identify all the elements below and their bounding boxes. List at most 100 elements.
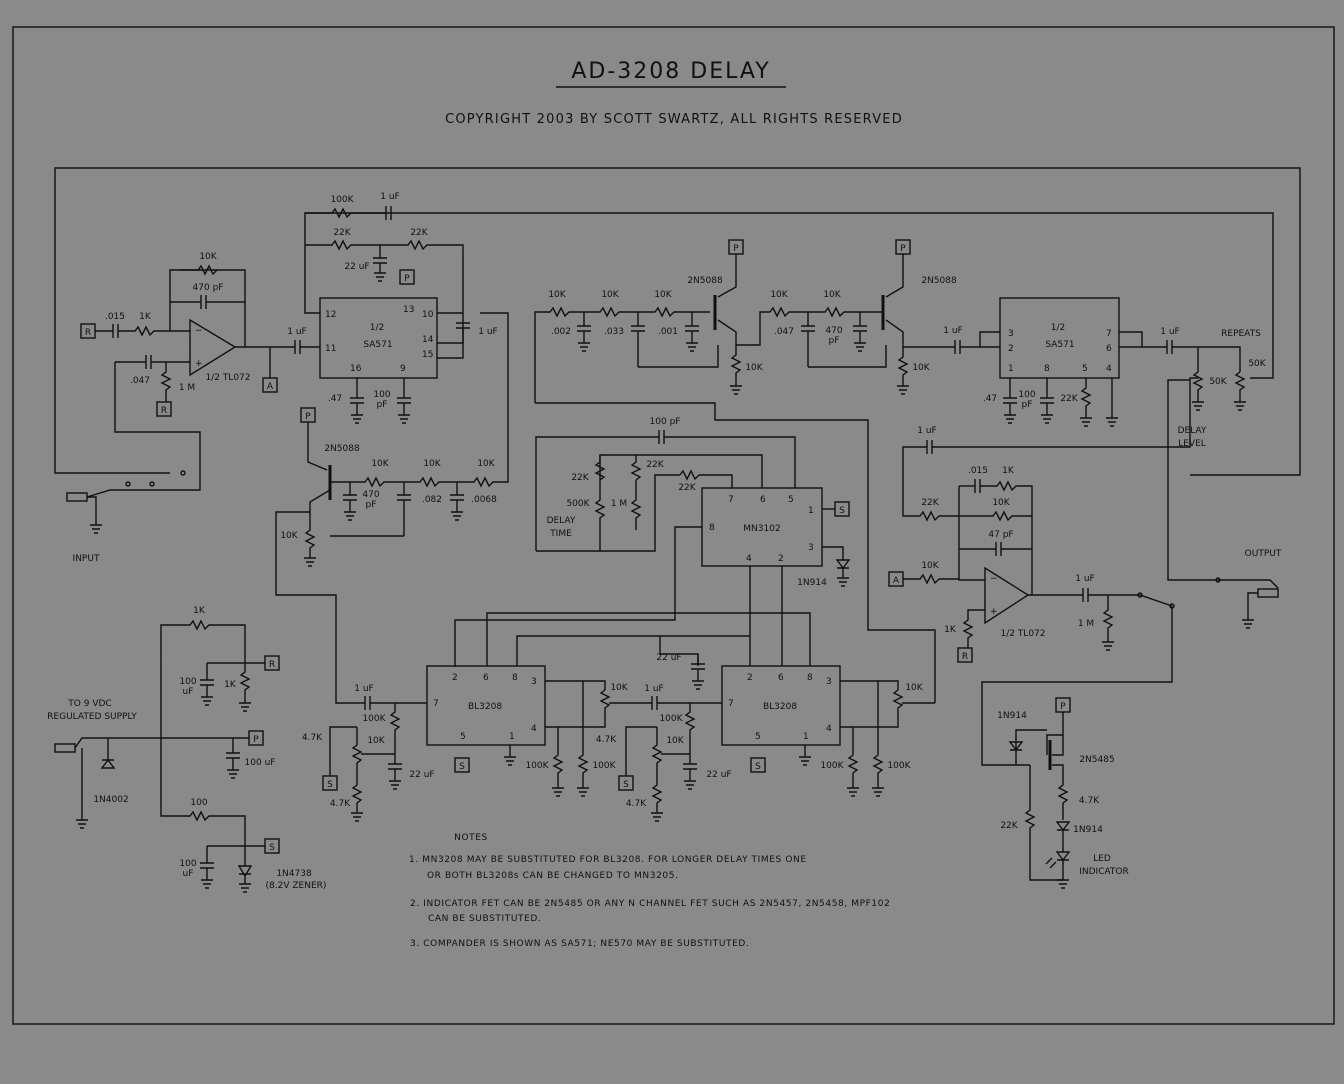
- svg-text:3: 3: [531, 677, 537, 687]
- resistor-ladder: [534, 306, 710, 403]
- svg-text:pF: pF: [829, 336, 840, 346]
- node-s-box: [322, 775, 338, 791]
- svg-text:R: R: [161, 406, 167, 416]
- bl3208-delay-1: BL3208 2 6 8 3 7 4 5 1 1 uF 100K 22 uF 1…: [302, 665, 722, 822]
- svg-text:S: S: [269, 843, 275, 853]
- capacitor-047: [145, 355, 152, 369]
- wire-clock: [454, 526, 702, 667]
- svg-text:1/2: 1/2: [1051, 323, 1065, 333]
- svg-text:DELAY: DELAY: [547, 516, 576, 526]
- svg-text:R: R: [269, 660, 275, 670]
- svg-text:10K: 10K: [745, 363, 763, 373]
- svg-text:100K: 100K: [362, 714, 386, 724]
- svg-text:5: 5: [460, 732, 466, 742]
- input-label: INPUT: [73, 554, 100, 564]
- resistor-22k: [594, 455, 606, 481]
- svg-text:P: P: [900, 244, 906, 254]
- r-1k-label: 1K: [139, 312, 152, 322]
- pot-10k-bias[interactable]: [351, 727, 363, 775]
- node-s-box: [264, 838, 280, 854]
- wire: [822, 546, 844, 560]
- svg-text:.033: .033: [604, 327, 624, 337]
- svg-text:8: 8: [1044, 364, 1050, 374]
- svg-text:10K: 10K: [905, 683, 923, 693]
- svg-text:P: P: [305, 412, 311, 422]
- sa571-compressor: 1/2 SA571 12 13 10 11 14 15 16 9 100K 1 …: [304, 192, 1274, 424]
- ground-icon: [577, 787, 589, 797]
- capacitor-22uf: [373, 257, 387, 282]
- sa571-expander: 1/2 SA571 3 7 2 6 1 8 5 4 1 uF REPEATS 5…: [983, 297, 1267, 581]
- svg-text:7: 7: [1106, 329, 1112, 339]
- resistor-22k: [630, 455, 642, 481]
- ground-icon: [504, 745, 516, 766]
- capacitor-100pf: [1040, 378, 1054, 424]
- capacitor-002: [577, 312, 591, 352]
- svg-text:22K: 22K: [410, 228, 428, 238]
- svg-text:4: 4: [1106, 364, 1112, 374]
- svg-text:1 uF: 1 uF: [943, 326, 962, 336]
- pot-10k-bias-2[interactable]: [651, 727, 663, 775]
- svg-text:470: 470: [825, 326, 842, 336]
- bl3208-delay-2: BL3208 2 6 8 3 7 4 5 1 100K 22 uF 10K S …: [618, 665, 935, 822]
- power-jack: [54, 743, 76, 753]
- svg-text:10K: 10K: [912, 363, 930, 373]
- resistor-1m: [1102, 595, 1114, 642]
- resistor-22k: [679, 469, 733, 488]
- ground-icon: [304, 557, 316, 567]
- output-mixer: 1 uF 22K .015 1K 10K 47 pF A 10K − + 1/2…: [888, 377, 1282, 766]
- diode-1n4002: [100, 758, 116, 769]
- svg-text:13: 13: [403, 305, 414, 315]
- svg-text:+: +: [195, 359, 203, 369]
- resistor-10k: [897, 347, 909, 386]
- svg-text:S: S: [327, 780, 333, 790]
- node-a-box: [262, 377, 278, 393]
- pot-1m[interactable]: [630, 480, 642, 530]
- ground-icon: [651, 812, 663, 822]
- svg-text:.0068: .0068: [471, 495, 497, 505]
- mn3102-clock: MN3102 7 6 5 1 8 3 4 2 S 1N914 100 pF 22…: [454, 417, 851, 667]
- pot-10k-balance-2[interactable]: [892, 689, 904, 717]
- svg-text:1 uF: 1 uF: [380, 192, 399, 202]
- pot-50k-repeats[interactable]: [1234, 371, 1246, 402]
- pot-500k-delay-time[interactable]: [594, 480, 606, 530]
- svg-text:1N914: 1N914: [797, 578, 827, 588]
- capacitor-47: [1003, 378, 1017, 424]
- svg-text:10K: 10K: [610, 683, 628, 693]
- svg-text:7: 7: [728, 699, 734, 709]
- svg-text:2N5088: 2N5088: [687, 276, 723, 286]
- capacitor-1uf: [294, 340, 301, 354]
- svg-text:2: 2: [747, 673, 753, 683]
- ic-bl3208-2: [721, 665, 841, 746]
- svg-text:4.7K: 4.7K: [330, 799, 351, 809]
- svg-text:10K: 10K: [601, 290, 619, 300]
- svg-text:100 pF: 100 pF: [650, 417, 681, 427]
- svg-text:3: 3: [808, 543, 814, 553]
- wire-repeats-feedback: [304, 212, 1274, 379]
- svg-text:S: S: [459, 762, 465, 772]
- notes-heading: NOTES: [454, 833, 488, 843]
- svg-text:S: S: [623, 780, 629, 790]
- capacitor-22uf: [683, 763, 697, 790]
- input-filter-stage: 10K 10K 10K .002 .033 .001 P 2N5088 10K …: [534, 239, 1000, 703]
- svg-text:10K: 10K: [548, 290, 566, 300]
- pot-10k-balance[interactable]: [599, 689, 611, 717]
- ground-icon: [1242, 619, 1254, 629]
- svg-text:22K: 22K: [571, 473, 589, 483]
- ground-icon: [799, 745, 811, 766]
- svg-text:5: 5: [788, 495, 794, 505]
- bypass-switch[interactable]: [1139, 594, 1173, 607]
- diode-1n914: [835, 559, 851, 587]
- capacitor-1uf: [651, 696, 658, 710]
- pot-50k-delay-level[interactable]: [1192, 371, 1204, 402]
- resistor-100k: [684, 703, 696, 764]
- ic-sa571-2: [999, 297, 1120, 379]
- svg-text:47 pF: 47 pF: [988, 530, 1013, 540]
- svg-text:15: 15: [422, 350, 433, 360]
- capacitor-47: [350, 397, 364, 424]
- clock-bus: [486, 566, 811, 666]
- svg-text:−: −: [990, 574, 998, 584]
- svg-text:100: 100: [190, 798, 207, 808]
- capacitor-015: [974, 479, 981, 493]
- repeats-label: REPEATS: [1221, 329, 1261, 339]
- capacitor-22uf: [388, 763, 402, 790]
